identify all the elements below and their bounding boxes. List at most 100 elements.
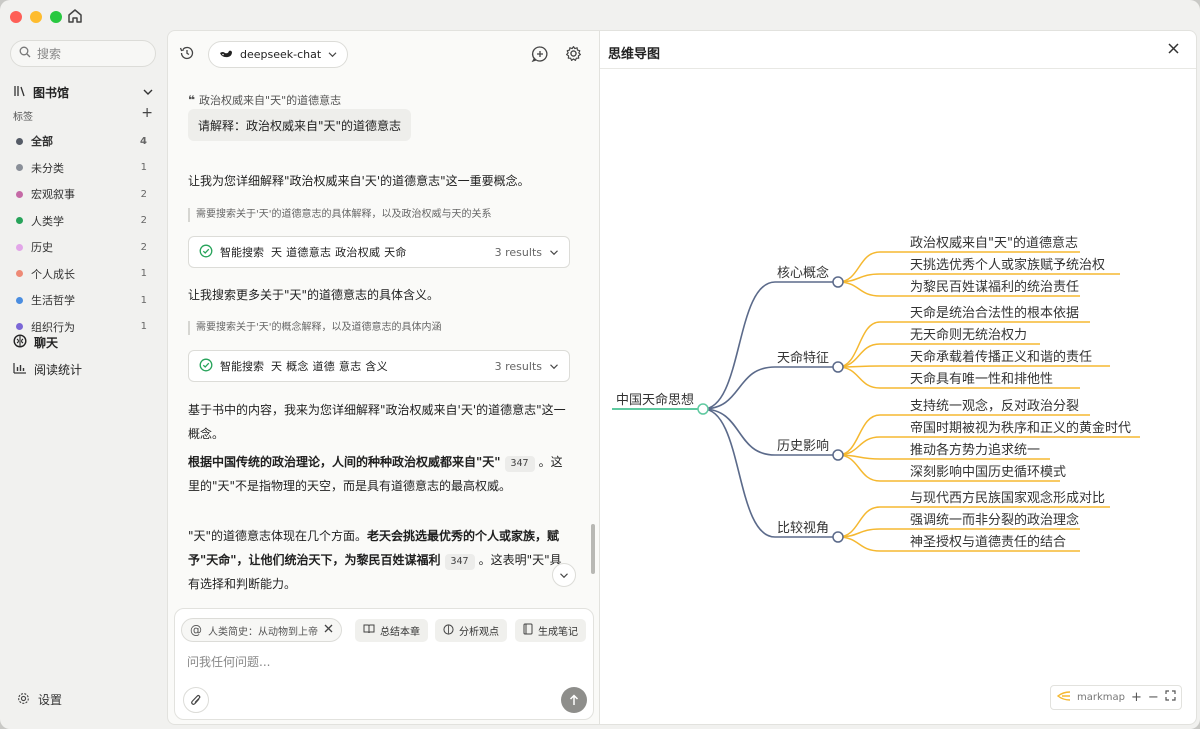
leaf-node-label[interactable]: 天挑选优秀个人或家族赋予统治权 — [910, 257, 1105, 273]
branch-collapse-node[interactable] — [832, 531, 844, 543]
close-icon[interactable] — [324, 624, 333, 636]
leaf-node-label[interactable]: 无天命则无统治权力 — [910, 327, 1027, 343]
chevron-down-icon — [328, 48, 337, 61]
branch-collapse-node[interactable] — [832, 449, 844, 461]
assistant-followup: 让我搜索更多关于"天"的道德意志的具体含义。 — [188, 288, 440, 302]
citation-badge[interactable]: 347 — [504, 456, 535, 472]
tag-label: 历史 — [31, 241, 53, 255]
close-window-button[interactable] — [10, 11, 22, 23]
chevron-down-icon[interactable] — [143, 85, 153, 99]
leaf-node-label[interactable]: 推动各方势力追求统一 — [910, 442, 1040, 458]
answer-paragraph-2: "天"的道德意志体现在几个方面。老天会挑选最优秀的个人或家族，赋予"天命"，让他… — [188, 524, 568, 596]
scrollbar[interactable] — [591, 524, 595, 574]
zoom-out-button[interactable]: − — [1147, 690, 1159, 705]
chat-input[interactable] — [187, 653, 583, 675]
quote-reference: ❝ 政治权威来自"天"的道德意志 — [188, 92, 341, 108]
chat-settings-icon[interactable] — [565, 45, 582, 66]
branch-collapse-node[interactable] — [832, 361, 844, 373]
markmap-brand: markmap — [1077, 692, 1125, 703]
library-section[interactable]: 图书馆 — [13, 82, 153, 102]
nav-reading-stats[interactable]: 阅读统计 — [13, 361, 153, 378]
search-result-card[interactable]: 智能搜索 天 概念 道德 意志 含义 3 results — [188, 350, 570, 382]
analyze-label: 分析观点 — [459, 627, 499, 638]
branch-node-label[interactable]: 天命特征 — [777, 350, 829, 366]
paperclip-icon — [191, 694, 201, 705]
tag-color-dot — [16, 164, 23, 172]
notebook-icon — [523, 623, 533, 638]
book-icon — [363, 624, 375, 637]
chevron-down-icon — [560, 572, 568, 578]
citation-badge[interactable]: 347 — [444, 554, 475, 570]
leaf-node-label[interactable]: 天命是统治合法性的根本依据 — [910, 305, 1079, 321]
context-chip[interactable]: @ 人类简史：从动物到上帝 — [181, 618, 342, 642]
markmap-logo-icon — [1056, 691, 1071, 704]
leaf-node-label[interactable]: 与现代西方民族国家观念形成对比 — [910, 490, 1105, 506]
search-card-label: 智能搜索 — [220, 360, 264, 373]
thinking-note: 需要搜索关于'天'的道德意志的具体解释，以及政治权威与天的关系 — [188, 208, 568, 222]
leaf-node-label[interactable]: 强调统一而非分裂的政治理念 — [910, 512, 1079, 528]
tag-count: 1 — [140, 321, 147, 333]
generate-notes-button[interactable]: 生成笔记 — [515, 619, 586, 642]
tag-count: 1 — [140, 268, 147, 280]
tag-count: 1 — [140, 294, 147, 306]
zoom-window-button[interactable] — [50, 11, 62, 23]
root-collapse-node[interactable] — [697, 403, 709, 415]
branch-collapse-node[interactable] — [832, 276, 844, 288]
settings-button[interactable]: 设置 — [17, 691, 62, 708]
tag-count: 2 — [140, 241, 147, 253]
leaf-node-label[interactable]: 为黎民百姓谋福利的统治责任 — [910, 279, 1079, 295]
fit-view-button[interactable] — [1165, 690, 1176, 705]
message-composer: @ 人类简史：从动物到上帝 总结本章 分析观点 — [174, 608, 594, 720]
zoom-in-button[interactable]: + — [1131, 690, 1142, 705]
branch-connector — [702, 366, 776, 410]
attach-button[interactable] — [183, 687, 209, 713]
search-box[interactable] — [10, 40, 156, 67]
branch-node-label[interactable]: 比较视角 — [777, 521, 829, 536]
leaf-node-label[interactable]: 神圣授权与道德责任的结合 — [910, 534, 1066, 550]
branch-node-label[interactable]: 核心概念 — [777, 265, 829, 281]
leaf-node-label[interactable]: 支持统一观念，反对政治分裂 — [910, 398, 1079, 414]
summarize-chapter-button[interactable]: 总结本章 — [355, 619, 428, 642]
home-icon[interactable] — [66, 7, 84, 25]
leaf-node-label[interactable]: 天命承载着传播正义和谐的责任 — [910, 349, 1092, 365]
search-result-card[interactable]: 智能搜索 天 道德意志 政治权威 天命 3 results — [188, 236, 570, 268]
root-node-label[interactable]: 中国天命思想 — [616, 392, 694, 408]
tag-color-dot — [16, 190, 23, 198]
close-icon[interactable] — [1168, 43, 1179, 58]
answer-p1-rest: 。这里的"天"不是指物理的天空，而是具有道德意志的最高权威。 — [188, 455, 563, 493]
tag-item[interactable]: 历史 2 — [13, 234, 153, 261]
history-icon[interactable] — [179, 45, 195, 65]
new-chat-icon[interactable] — [531, 45, 549, 67]
brain-icon — [13, 334, 27, 351]
mindmap-header: 思维导图 — [600, 31, 1196, 69]
search-input[interactable] — [37, 46, 147, 61]
leaf-node-label[interactable]: 天命具有唯一性和排他性 — [910, 371, 1053, 387]
answer-intro: 基于书中的内容，我来为您详细解释"政治权威来自'天'的道德意志"这一概念。 — [188, 403, 566, 441]
leaf-node-label[interactable]: 政治权威来自"天"的道德意志 — [910, 235, 1078, 251]
mindmap-canvas[interactable]: 中国天命思想 核心概念 政治权威来自"天"的道德意志天挑选优秀个人或家族赋予统治权为… — [600, 69, 1197, 679]
scroll-to-bottom-button[interactable] — [552, 563, 576, 587]
add-tag-icon[interactable]: + — [141, 105, 153, 121]
analyze-views-button[interactable]: 分析观点 — [435, 619, 507, 642]
branch-connector — [702, 281, 776, 410]
minimize-window-button[interactable] — [30, 11, 42, 23]
send-button[interactable] — [561, 687, 587, 713]
nav-chat[interactable]: 聊天 — [13, 334, 153, 351]
leaf-connector — [837, 536, 881, 552]
leaf-node-label[interactable]: 深刻影响中国历史循环模式 — [910, 464, 1066, 480]
tag-label: 个人成长 — [31, 267, 75, 281]
answer-p2-rest: 。这表明"天"具有选择和判断能力。 — [188, 553, 562, 591]
tag-item[interactable]: 个人成长 1 — [13, 261, 153, 288]
leaf-connector — [837, 414, 881, 456]
branch-node-label[interactable]: 历史影响 — [777, 438, 829, 454]
model-selector[interactable]: deepseek-chat — [208, 41, 349, 68]
leaf-connector — [837, 366, 881, 389]
answer-p1-bold: 根据中国传统的政治理论，人间的种种政治权威都来自"天" — [188, 455, 501, 469]
leaf-node-label[interactable]: 帝国时期被视为秩序和正义的黄金时代 — [910, 420, 1131, 436]
